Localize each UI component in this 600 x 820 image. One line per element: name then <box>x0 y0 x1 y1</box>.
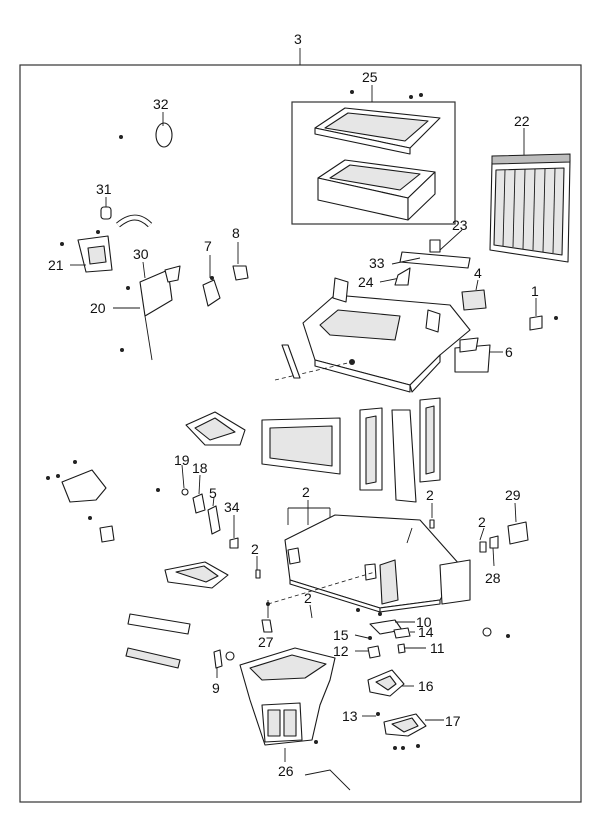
left-hardware: 19 18 5 34 <box>46 452 240 549</box>
callout-28: 28 <box>485 570 501 586</box>
callout-4: 4 <box>474 265 482 281</box>
callout-15: 15 <box>333 627 349 643</box>
callout-26: 26 <box>278 763 294 779</box>
callout-25: 25 <box>362 69 378 85</box>
blower-housing: 26 <box>239 647 336 779</box>
right-hardware: 29 28 <box>485 487 529 586</box>
callout-11: 11 <box>430 640 445 656</box>
hose-assembly: 32 31 <box>96 96 173 290</box>
callout-2b: 2 <box>426 487 434 503</box>
callout-9: 9 <box>212 680 220 696</box>
callout-12: 12 <box>333 643 349 659</box>
callout-22: 22 <box>514 113 530 129</box>
heater-core: 22 <box>489 113 571 263</box>
assembly-callout: 3 <box>294 31 302 47</box>
filter-assembly: 25 <box>291 69 456 225</box>
bottom-rod <box>304 740 351 791</box>
callout-10: 10 <box>416 614 432 630</box>
callout-2e: 2 <box>478 514 486 530</box>
callout-2c: 2 <box>251 541 259 557</box>
callout-18: 18 <box>192 460 208 476</box>
assembly-frame <box>19 64 582 803</box>
callout-20: 20 <box>90 300 106 316</box>
callout-29: 29 <box>505 487 521 503</box>
callout-14: 14 <box>418 624 434 640</box>
callout-24: 24 <box>358 274 374 290</box>
lower-heater-case: 2 2 2 2 2 <box>251 484 499 619</box>
callout-17: 17 <box>445 713 461 729</box>
callout-8: 8 <box>232 225 240 241</box>
callout-31: 31 <box>96 181 112 197</box>
callout-23: 23 <box>452 217 468 233</box>
callout-6: 6 <box>505 344 513 360</box>
callout-30: 30 <box>133 246 149 262</box>
callout-5: 5 <box>209 485 217 501</box>
lower-left-parts: 27 9 <box>125 561 274 696</box>
callout-1: 1 <box>531 283 539 299</box>
linkage-brackets: 21 20 30 7 8 <box>48 225 249 361</box>
callout-7: 7 <box>204 238 212 254</box>
callout-2a: 2 <box>302 484 310 500</box>
callout-33: 33 <box>369 255 385 271</box>
callout-19: 19 <box>174 452 190 468</box>
lower-right-parts: 10 14 15 12 11 16 13 17 <box>333 614 510 750</box>
callout-2d: 2 <box>304 590 312 606</box>
callout-13: 13 <box>342 708 358 724</box>
damper-doors <box>185 397 441 503</box>
callout-32: 32 <box>153 96 169 112</box>
callout-34: 34 <box>224 499 240 515</box>
callout-27: 27 <box>258 634 274 650</box>
callout-21: 21 <box>48 257 64 273</box>
callout-16: 16 <box>418 678 434 694</box>
upper-heater-case: 23 33 24 4 1 6 <box>274 217 558 393</box>
